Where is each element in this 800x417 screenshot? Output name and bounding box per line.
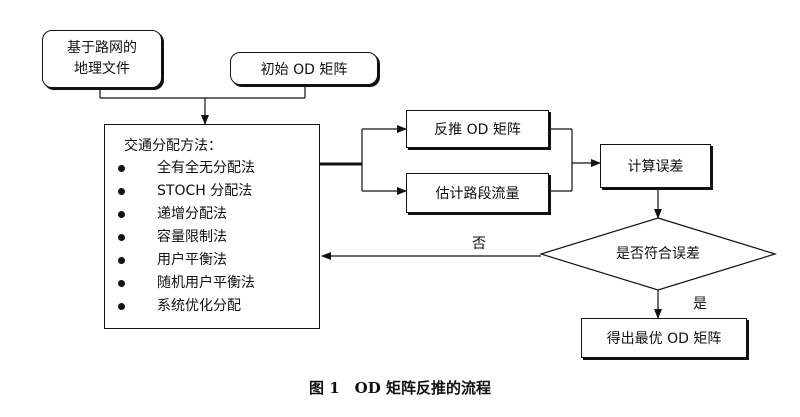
assignment-title: 交通分配方法：: [124, 138, 222, 154]
method-bullet-icon: [118, 280, 125, 287]
calc-error-box: 计算误差: [600, 144, 711, 188]
estimate-flow-label: 估计路段流量: [435, 186, 520, 202]
method-bullet-icon: [118, 211, 125, 218]
calc-error-label: 计算误差: [627, 159, 684, 175]
method-bullet-icon: [118, 188, 125, 195]
method-item: STOCH 分配法: [157, 183, 253, 199]
edge-label-no: 否: [472, 236, 486, 252]
method-item: 系统优化分配: [157, 298, 241, 314]
inverse-od-box: 反推 OD 矩阵: [406, 110, 549, 148]
initial-od-label: 初始 OD 矩阵: [260, 61, 348, 78]
result-box: 得出最优 OD 矩阵: [581, 318, 747, 358]
road-network-line2: 地理文件: [74, 61, 130, 77]
method-bullet-icon: [118, 165, 125, 172]
method-bullet-icon: [118, 303, 125, 310]
edge-label-yes: 是: [693, 296, 707, 312]
figure-caption: 图 1 OD 矩阵反推的流程: [309, 379, 491, 397]
method-item: 容量限制法: [157, 229, 227, 245]
method-bullet-icon: [118, 257, 125, 264]
inverse-od-label: 反推 OD 矩阵: [434, 122, 521, 138]
method-item: 全有全无分配法: [157, 160, 255, 176]
road-network-line1: 基于路网的: [67, 40, 137, 56]
result-label: 得出最优 OD 矩阵: [606, 331, 722, 347]
method-item: 用户平衡法: [157, 252, 227, 268]
estimate-flow-box: 估计路段流量: [406, 173, 549, 213]
method-item: 随机用户平衡法: [157, 275, 255, 291]
assignment-methods-box: [104, 124, 320, 329]
road-network-box: 基于路网的 地理文件: [42, 30, 162, 88]
method-bullet-icon: [118, 234, 125, 241]
decision-label: 是否符合误差: [616, 246, 700, 262]
method-item: 递增分配法: [157, 206, 227, 222]
initial-od-box: 初始 OD 矩阵: [230, 52, 378, 85]
